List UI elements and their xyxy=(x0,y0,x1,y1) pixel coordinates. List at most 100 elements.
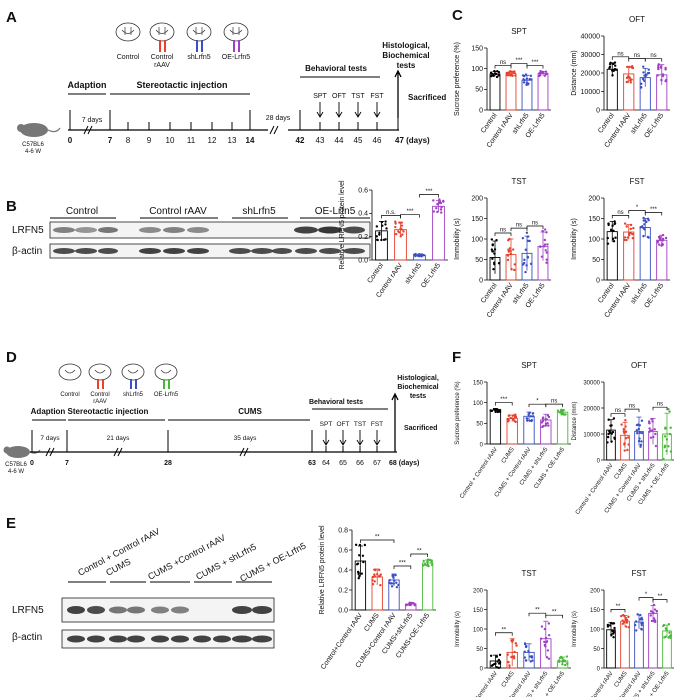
y-tick-label: 100 xyxy=(471,236,483,243)
data-point xyxy=(418,255,421,258)
data-point xyxy=(513,416,517,419)
category-label: Control + Control rAAV xyxy=(459,447,499,500)
y-tick-label: 10000 xyxy=(583,432,600,438)
svg-text:63: 63 xyxy=(308,460,316,467)
data-point xyxy=(624,419,627,422)
stereotactic-label: Stereotactic injection xyxy=(136,80,227,90)
data-point xyxy=(632,227,635,230)
sacrificed-label: Sacrificed xyxy=(408,93,446,102)
significance-label: n.s. xyxy=(386,210,396,216)
brain-icons-d xyxy=(58,363,178,389)
data-point xyxy=(624,430,628,433)
data-point xyxy=(509,73,513,76)
data-point xyxy=(545,261,548,264)
data-point xyxy=(561,663,564,666)
data-point xyxy=(544,249,547,252)
test-label: FST xyxy=(371,421,383,428)
panel-label-b: B xyxy=(6,198,17,215)
data-point xyxy=(358,574,361,578)
data-point xyxy=(661,73,665,76)
data-point xyxy=(633,623,637,627)
data-point xyxy=(608,66,611,70)
data-point xyxy=(611,224,614,227)
brain-icon xyxy=(121,363,145,389)
behavioral-label: Behavioral tests xyxy=(305,64,367,73)
significance-bracket xyxy=(393,565,412,569)
significance-bracket xyxy=(526,225,544,230)
data-point xyxy=(373,580,376,583)
data-point xyxy=(654,620,657,624)
data-point xyxy=(514,74,517,77)
data-point xyxy=(525,264,528,267)
y-tick-label: 200 xyxy=(471,195,483,202)
data-point xyxy=(523,656,527,659)
data-point xyxy=(513,263,516,266)
data-point xyxy=(665,628,668,632)
panel-label-a: A xyxy=(6,9,17,26)
svg-text:43: 43 xyxy=(316,136,325,145)
significance-label: ** xyxy=(535,608,540,614)
data-point xyxy=(642,65,645,68)
y-tick-label: 150 xyxy=(473,608,484,614)
data-point xyxy=(650,417,653,421)
data-point xyxy=(612,636,615,639)
data-point xyxy=(626,236,630,239)
blot-row-label: β-actin xyxy=(12,632,42,643)
y-axis-label: Immobility (s) xyxy=(571,218,578,260)
data-point xyxy=(507,419,510,422)
data-point xyxy=(646,235,650,239)
data-point xyxy=(497,262,501,265)
data-point xyxy=(539,637,543,640)
mouse-age: 4-6 W xyxy=(25,149,41,155)
y-tick-label: 100 xyxy=(588,236,600,243)
brain-icon xyxy=(115,22,141,42)
gap-label: 35 days xyxy=(234,435,258,442)
significance-bracket xyxy=(638,597,654,601)
data-point xyxy=(547,633,551,637)
blot-group-label: Control xyxy=(66,206,98,217)
data-point xyxy=(379,573,382,576)
data-point xyxy=(564,663,567,667)
test-label: TST xyxy=(354,421,366,428)
data-point xyxy=(628,65,631,69)
data-point xyxy=(669,426,672,429)
data-point xyxy=(658,243,661,246)
data-point xyxy=(631,64,634,68)
data-point xyxy=(624,616,627,620)
category-label: OE-Lrfn5 xyxy=(420,262,442,289)
data-point xyxy=(647,420,651,423)
y-tick-label: 50 xyxy=(476,647,483,653)
y-tick-label: 0 xyxy=(480,666,484,672)
data-point xyxy=(639,443,643,447)
data-point xyxy=(527,413,530,416)
data-point xyxy=(542,424,545,428)
timeline-axis-a xyxy=(68,110,399,135)
data-point xyxy=(491,244,494,247)
data-point xyxy=(625,238,628,242)
test-label: FST xyxy=(370,93,384,100)
data-point xyxy=(439,208,443,211)
y-axis-label: Relative LRFN5 protein level xyxy=(319,525,326,615)
brain-icon xyxy=(58,363,82,381)
data-point xyxy=(354,543,358,547)
significance-bracket xyxy=(545,403,563,408)
data-point xyxy=(668,410,671,413)
y-tick-label: 0.4 xyxy=(338,567,348,574)
brain-icon xyxy=(223,22,249,52)
y-tick-label: 150 xyxy=(588,216,600,223)
gap-label: 28 days xyxy=(266,115,291,122)
y-tick-label: 100 xyxy=(473,401,484,407)
y-tick-label: 150 xyxy=(471,216,483,223)
data-point xyxy=(543,640,546,644)
data-point xyxy=(515,644,518,647)
data-point xyxy=(514,413,517,416)
brain-icon xyxy=(149,22,175,52)
significance-label: ** xyxy=(375,535,380,541)
data-point xyxy=(388,579,391,582)
data-point xyxy=(639,613,642,617)
data-point xyxy=(422,559,425,563)
data-point xyxy=(664,427,667,430)
data-point xyxy=(646,72,650,75)
data-point xyxy=(493,262,496,266)
